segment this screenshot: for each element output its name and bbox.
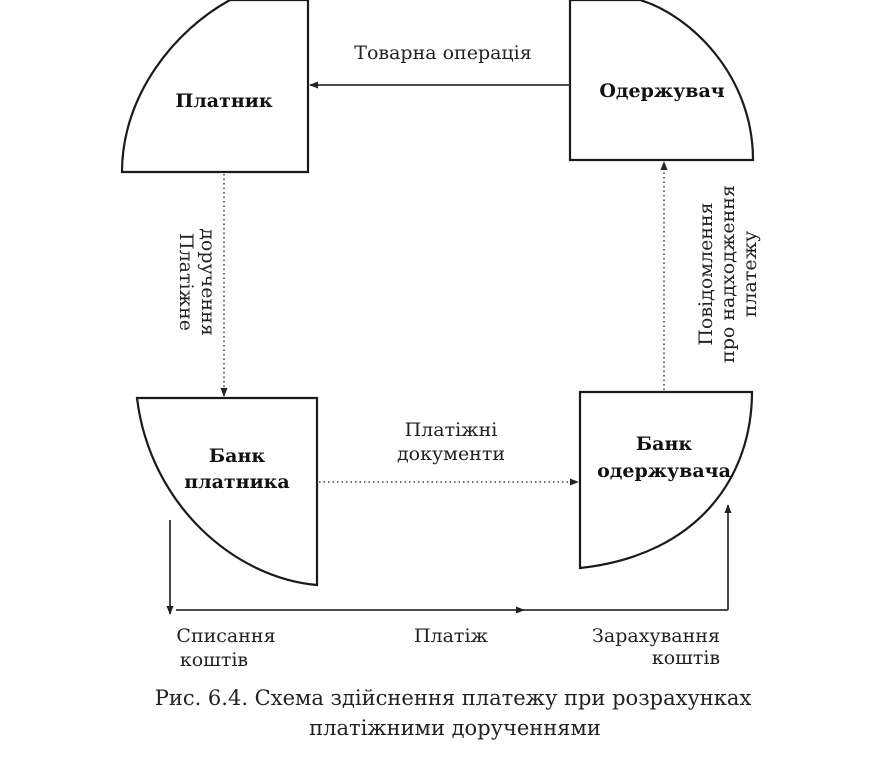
figure-caption-line-2: платіжними дорученнями	[309, 716, 601, 740]
receiver-bank-shape	[578, 390, 754, 570]
payer-bank-label-line-1: Банк	[209, 445, 265, 467]
receiver-shape	[568, 0, 755, 162]
receiver-label: Одержувач	[599, 80, 724, 102]
payment-label: Платіж	[414, 625, 489, 647]
payment-order-label-line-1: Платіжне	[175, 233, 197, 331]
payer-label: Платник	[175, 90, 272, 112]
crediting-label-line-1: Зарахування	[592, 625, 720, 647]
debiting-label-line-2: коштів	[180, 649, 248, 671]
receiver-bank-label-line-1: Банк	[636, 433, 692, 455]
figure-caption-line-1: Рис. 6.4. Схема здійснення платежу при р…	[155, 686, 752, 710]
payer-shape	[120, 0, 310, 174]
payer-bank-label-line-2: платника	[184, 471, 289, 493]
receiver-bank-label-line-2: одержувача	[597, 460, 731, 482]
receipt-notice-label-line-2: про надходження	[717, 185, 739, 363]
payment-documents-label-line-1: Платіжні	[405, 419, 498, 441]
crediting-label-line-2: коштів	[652, 647, 720, 669]
payment-order-label-line-2: доручення	[197, 228, 219, 336]
receipt-notice-label-line-3: платежу	[739, 231, 761, 317]
receipt-notice-label-line-1: Повідомлення	[695, 202, 717, 345]
debiting-label-line-1: Списання	[176, 625, 275, 647]
goods-operation-label: Товарна операція	[354, 42, 531, 64]
payer-bank-shape	[135, 396, 319, 587]
payment-documents-label-line-2: документи	[397, 443, 505, 465]
